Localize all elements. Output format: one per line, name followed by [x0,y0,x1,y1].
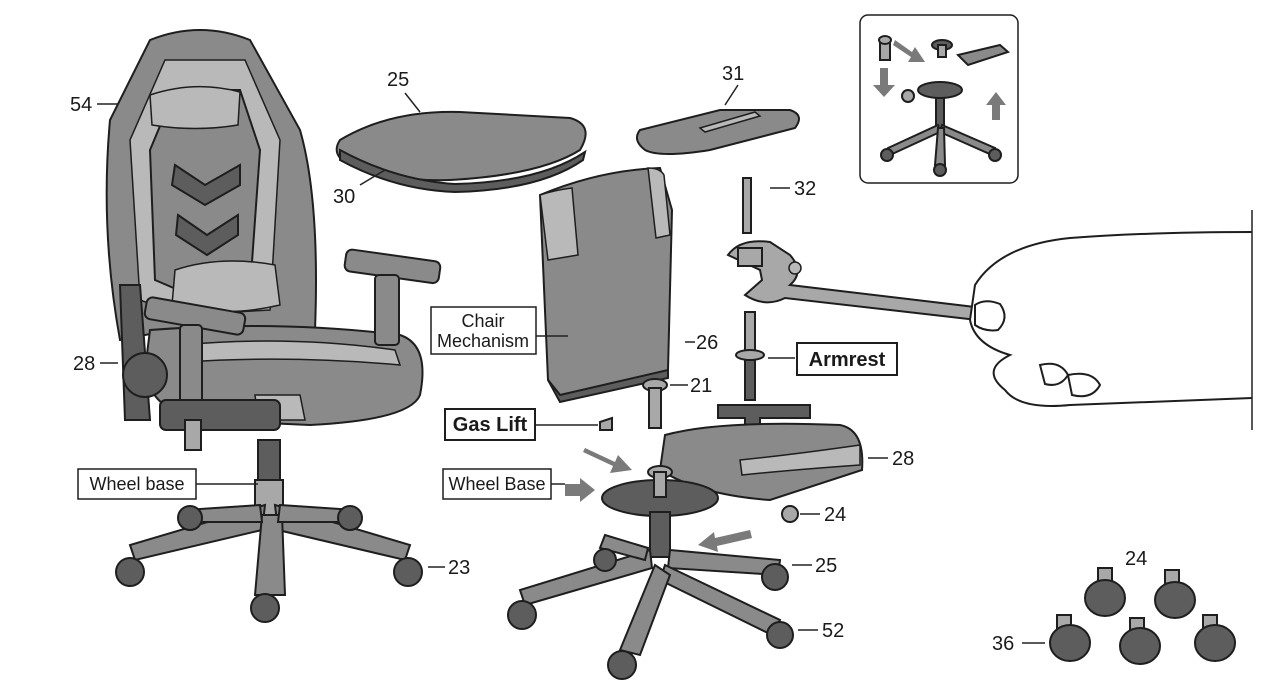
hand-illustration [968,210,1253,430]
label-28-left: 28 [73,353,95,375]
callout-armrest-text: Armrest [809,349,886,371]
bolt-stack [735,311,765,401]
label-24-nut: 24 [824,504,846,526]
label-25-base: 25 [815,555,837,577]
bolt-32 [742,177,752,234]
label-24-casters: 24 [1125,548,1147,570]
arrow-gas-lift [583,448,632,473]
arrow-base-side [698,530,752,552]
label-23: 23 [448,557,470,579]
nut-24 [781,505,799,523]
label-32: 32 [794,178,816,200]
seat-cushion-part [335,110,587,194]
bolt-21 [642,378,668,429]
callout-wheel-base-left: Wheel base [77,468,197,500]
wrench [726,240,1002,324]
casters-group [1049,567,1236,665]
label-25-top: 25 [387,69,409,91]
callout-wheel-base-center-text: Wheel Base [448,474,545,494]
assembled-chair [105,29,442,623]
callout-chair-mechanism-line1: Chair [461,311,504,331]
label-28-right: 28 [892,448,914,470]
callout-wheel-base-center: Wheel Base [442,468,552,500]
callout-chair-mechanism-line2: Mechanism [437,331,529,351]
inset-detail-panel [859,14,1019,184]
arrow-wheel-base [565,478,595,502]
armrest-pad-part [635,109,800,155]
label-54: 54 [70,94,92,116]
label-30: 30 [333,186,355,208]
callout-gas-lift: Gas Lift [444,408,536,441]
label-26: 26 [696,332,718,354]
leader-lines [97,84,1045,644]
label-36: 36 [992,633,1014,655]
callout-chair-mechanism: Chair Mechanism [430,306,537,355]
label-31: 31 [722,63,744,85]
label-52: 52 [822,620,844,642]
backrest-part [538,166,674,404]
callout-gas-lift-text: Gas Lift [453,414,528,436]
callout-armrest: Armrest [796,342,898,376]
wheel-base-assembly [507,465,794,680]
small-nut [599,416,613,431]
callout-wheel-base-left-text: Wheel base [89,474,184,494]
seat-mechanism-part [658,404,864,502]
label-21: 21 [690,375,712,397]
